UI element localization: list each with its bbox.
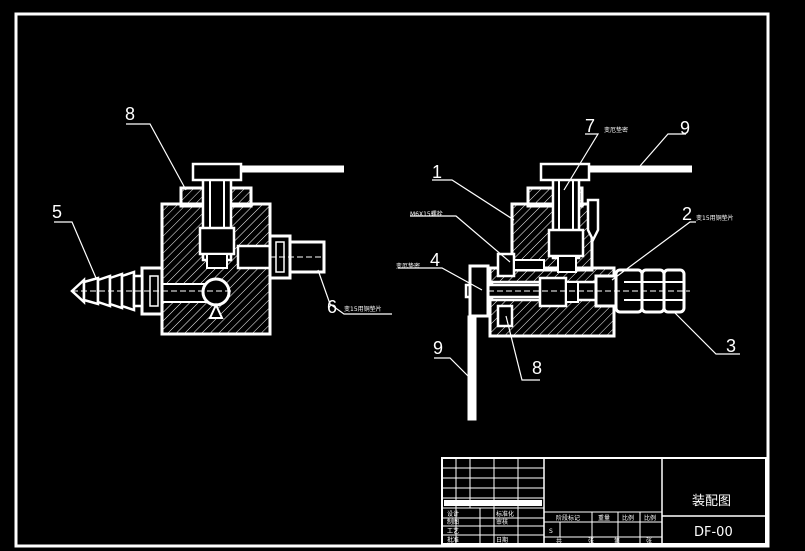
title-block xyxy=(441,457,767,545)
tb-sheet: 张 xyxy=(588,537,594,545)
tb-s-mark: S xyxy=(549,528,553,535)
tb-sheet-2: 张 xyxy=(646,537,652,545)
right-leader-1 xyxy=(432,179,515,221)
right-view: 1 7 变厄垫密 9 2 变15用铜垫片 M6X15螺栓 4 变厄垫密 3 9 … xyxy=(396,116,740,421)
balloon-right-3: 3 xyxy=(726,336,736,356)
balloon-left-6: 6 xyxy=(327,297,337,317)
tb-process: 工艺 xyxy=(447,527,459,535)
tb-weight: 重量 xyxy=(598,514,610,522)
tb-num-sheet: 第 xyxy=(614,537,620,545)
left-leader-6 xyxy=(317,269,392,315)
right-leader-2 xyxy=(611,221,696,281)
right-leader-3 xyxy=(673,311,740,355)
tb-approve: 批准 xyxy=(447,536,459,544)
right-handle-cap xyxy=(539,162,591,182)
right-leader-8 xyxy=(505,315,540,381)
left-stem xyxy=(209,175,225,229)
left-leader-5 xyxy=(54,221,97,279)
drawing-title: 装配图 xyxy=(692,494,731,509)
right-leader-7 xyxy=(563,133,600,191)
balloon-left-5: 5 xyxy=(52,202,62,222)
right-bracket-leg xyxy=(467,315,477,421)
tb-draw: 制图 xyxy=(447,518,459,526)
balloon-right-4: 4 xyxy=(430,250,440,270)
title-block-text: 装配图 DF-00 设计 标准化 制图 审核 工艺 日期 批准 阶段标记 重量 … xyxy=(447,494,733,545)
tb-stage-mark: 阶段标记 xyxy=(556,514,580,522)
drawing-number: DF-00 xyxy=(694,525,733,540)
note-right-7: 变厄垫密 xyxy=(604,126,628,134)
left-leader-8 xyxy=(126,123,187,191)
balloon-left-8: 8 xyxy=(125,104,135,124)
tb-date: 日期 xyxy=(496,536,508,544)
tb-standard: 标准化 xyxy=(496,510,514,518)
right-leader-bolt xyxy=(410,215,511,263)
drawing-frame xyxy=(14,12,770,548)
tb-total: 共 xyxy=(556,537,562,545)
tb-scale-2: 比例 xyxy=(644,514,656,522)
right-leader-4 xyxy=(398,267,483,291)
left-view: 8 5 6 变15用铜垫片 xyxy=(52,104,392,336)
tb-design: 设计 xyxy=(447,510,459,518)
left-handle-cap xyxy=(191,162,243,182)
note-right-2: 变15用铜垫片 xyxy=(696,214,734,222)
balloon-right-2: 2 xyxy=(682,204,692,224)
note-left-6: 变15用铜垫片 xyxy=(344,305,382,313)
note-right-4: 变厄垫密 xyxy=(396,262,420,270)
right-bolt xyxy=(496,252,516,278)
balloon-right-9-top: 9 xyxy=(680,118,690,138)
balloon-right-1: 1 xyxy=(432,162,442,182)
right-bracket-plate xyxy=(468,264,490,318)
balloon-right-8: 8 xyxy=(532,358,542,378)
right-stem xyxy=(558,175,574,231)
note-right-bolt: M6X15螺栓 xyxy=(410,210,443,218)
balloon-right-7: 7 xyxy=(585,116,595,136)
left-ball xyxy=(201,277,231,307)
balloon-right-9-bottom: 9 xyxy=(433,338,443,358)
tb-review: 审核 xyxy=(496,518,508,526)
right-leader-9-top xyxy=(639,133,686,167)
tb-scale: 比例 xyxy=(622,514,634,522)
right-leader-9-bottom xyxy=(434,357,473,381)
